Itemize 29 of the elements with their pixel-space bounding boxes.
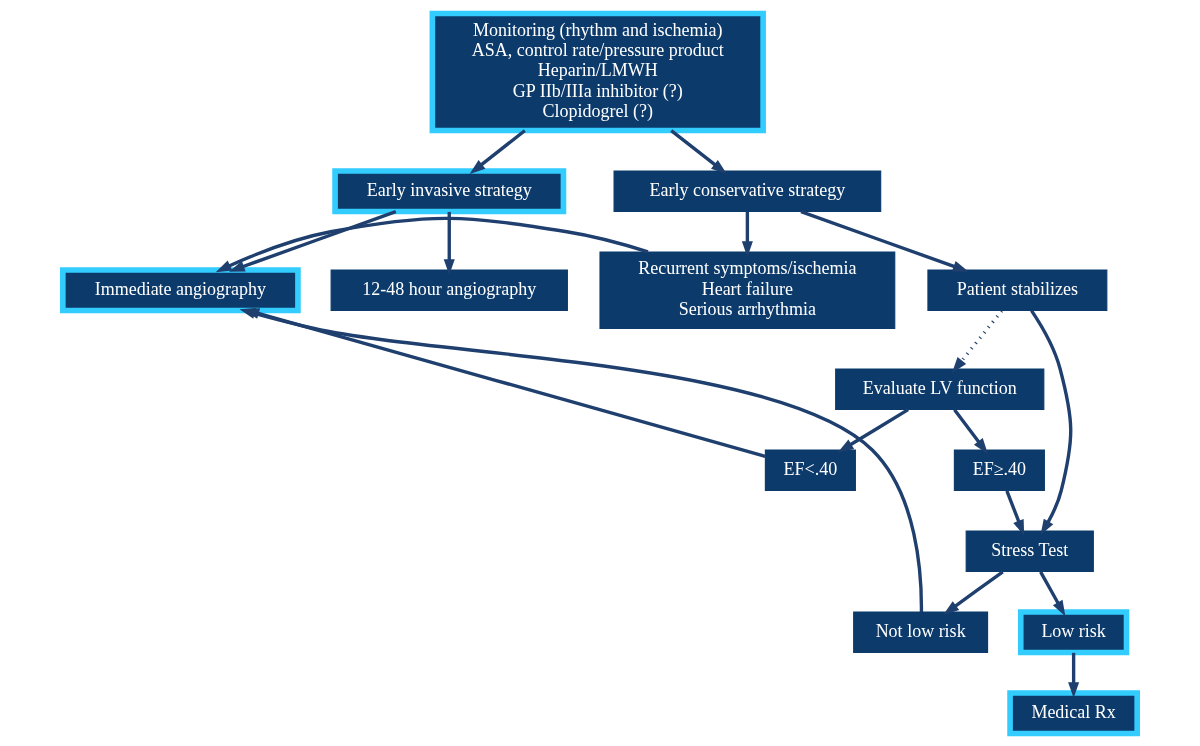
node-box: Medical Rx [1007,689,1140,736]
node-box: Monitoring (rhythm and ischemia) ASA, control rate/pressure product Heparin/LMWH GP IIb/IIIa inhibitor (?) Clopidogrel (?) [429,10,766,133]
arrow [837,407,909,452]
node-box: Immediate angiography [60,266,301,313]
arrow [953,408,988,454]
arrow [1068,652,1080,698]
node-box: Stress Test [965,529,1094,572]
arrow [670,128,727,174]
arrow [215,216,649,272]
arrow [741,211,753,257]
node-box: Recurrent symptoms/ischemia Heart failure Serious arrhythmia [599,250,896,329]
arrow [228,209,397,272]
arrow [951,309,1003,373]
arrow [1005,489,1025,536]
node-box: 12-48 hour angiography [330,268,568,311]
arrow [469,128,526,174]
node-box: Not low risk [853,610,989,653]
node-box: Early conservative strategy [613,169,882,212]
node-box: Patient stabilizes [927,268,1108,311]
arrow [943,569,1004,615]
node-box: EF<.40 [764,448,856,491]
node-box: Evaluate LV function [835,367,1045,410]
arrow [800,209,969,272]
node-box: Low risk [1017,608,1130,655]
arrow [443,211,455,275]
node-box: Early invasive strategy [332,167,567,214]
arrow [1030,309,1073,535]
node-box: EF≥.40 [953,448,1045,491]
arrow [1039,570,1066,616]
